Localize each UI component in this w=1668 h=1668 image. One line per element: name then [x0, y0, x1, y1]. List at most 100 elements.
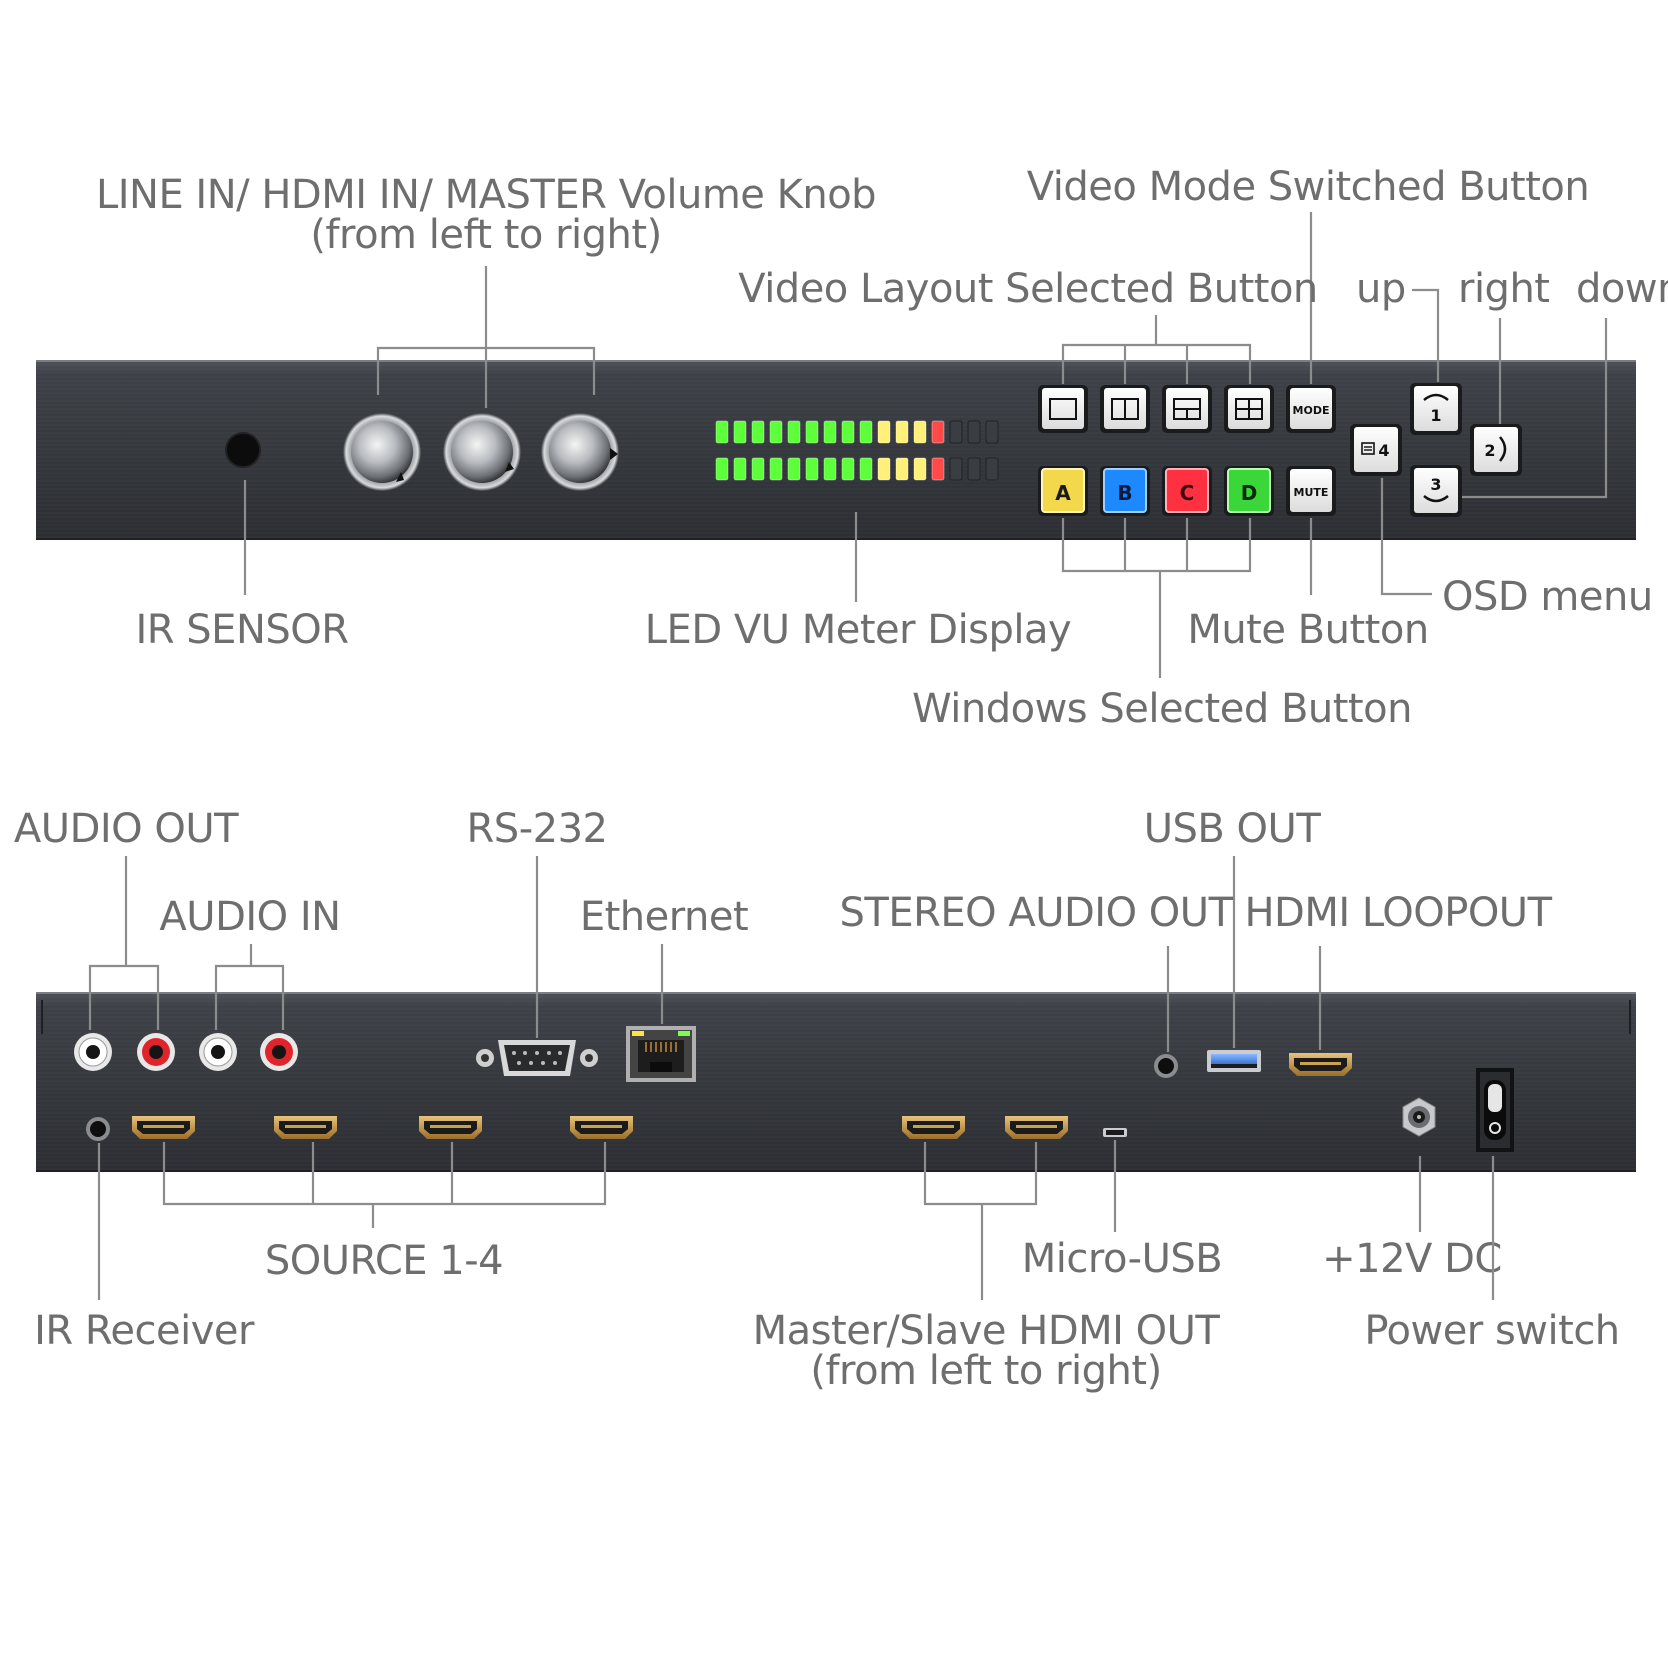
label-rs232: RS-232 [467, 806, 608, 852]
vu-led-segment [931, 420, 945, 444]
nav-right-button[interactable]: 2 [1470, 424, 1522, 476]
rca-audio-out-right[interactable] [137, 1033, 175, 1071]
vu-led-segment [715, 457, 729, 481]
label-stereo-audio-out: STEREO AUDIO OUT [840, 890, 1234, 936]
front-labels: LINE IN/ HDMI IN/ MASTER Volume Knob (fr… [96, 164, 1668, 732]
power-switch[interactable] [1476, 1068, 1514, 1152]
ir-receiver-jack[interactable] [86, 1117, 110, 1141]
video-layout-button-triple[interactable] [1162, 385, 1212, 433]
ethernet-port[interactable] [626, 1026, 696, 1082]
label-right: right [1458, 266, 1549, 312]
leader-video-layout [1061, 315, 1252, 384]
vu-led-segment [805, 420, 819, 444]
micro-usb-port[interactable] [1103, 1128, 1127, 1137]
leader-volume-knobs [376, 266, 596, 408]
label-micro-usb: Micro-USB [1022, 1236, 1222, 1282]
mode-button[interactable]: MODE [1286, 385, 1336, 433]
nav-up-label: 1 [1430, 406, 1441, 425]
volume-knob-master[interactable] [541, 413, 619, 491]
window-button-d[interactable]: D [1224, 466, 1274, 516]
window-button-b[interactable]: B [1100, 466, 1150, 516]
label-power-switch: Power switch [1364, 1308, 1619, 1354]
label-hdmi-out-order: (from left to right) [810, 1348, 1161, 1394]
rca-audio-in-left[interactable] [199, 1033, 237, 1071]
window-button-c-label: C [1180, 481, 1195, 505]
hdmi-source-3[interactable] [419, 1116, 482, 1139]
leader-audio-out [88, 856, 160, 1030]
label-volume-knobs-order: (from left to right) [310, 212, 661, 258]
video-layout-button-quad[interactable] [1224, 385, 1274, 433]
label-up: up [1356, 266, 1406, 312]
video-layout-button-dual[interactable] [1100, 385, 1150, 433]
vu-led-segment [823, 457, 837, 481]
label-hdmi-out: Master/Slave HDMI OUT [753, 1308, 1221, 1354]
label-hdmi-loopout: HDMI LOOPOUT [1244, 890, 1552, 936]
nav-menu-label: 4 [1378, 441, 1389, 460]
vu-led-segment [949, 420, 963, 444]
window-button-d-label: D [1241, 481, 1258, 505]
rca-audio-in-right[interactable] [260, 1033, 298, 1071]
hdmi-out-slave[interactable] [1005, 1116, 1068, 1139]
label-mute-button: Mute Button [1187, 607, 1428, 653]
rear-panel [36, 992, 1636, 1172]
mute-button-label: MUTE [1294, 486, 1329, 499]
vu-led-segment [967, 457, 981, 481]
vu-led-segment [949, 457, 963, 481]
window-button-a-face [1042, 469, 1084, 512]
led-vu-meter [715, 420, 999, 481]
vu-led-segment [985, 420, 999, 444]
leader-down [1462, 318, 1608, 499]
label-ir-sensor: IR SENSOR [135, 607, 348, 653]
leader-audio-in [214, 944, 285, 1030]
front-panel: MODE A B C D MUT [36, 360, 1636, 540]
label-windows-button: Windows Selected Button [912, 686, 1412, 732]
vu-led-segment [751, 457, 765, 481]
window-button-a[interactable]: A [1038, 466, 1088, 516]
vu-led-segment [931, 457, 945, 481]
vu-led-segment [913, 420, 927, 444]
window-button-b-label: B [1117, 481, 1132, 505]
vu-led-segment [769, 420, 783, 444]
window-button-c[interactable]: C [1162, 466, 1212, 516]
nav-menu-button[interactable]: 4 [1350, 424, 1402, 476]
rca-audio-out-left[interactable] [74, 1033, 112, 1071]
nav-up-button[interactable]: 1 [1410, 383, 1462, 435]
vu-led-segment [859, 420, 873, 444]
vu-led-segment [787, 420, 801, 444]
label-dc: +12V DC [1322, 1236, 1502, 1282]
rear-labels: AUDIO OUT AUDIO IN RS-232 Ethernet USB O… [14, 806, 1620, 1394]
vu-led-segment [715, 420, 729, 444]
volume-knob-hdmi-in[interactable] [443, 413, 521, 491]
dc-power-jack[interactable] [1402, 1097, 1436, 1137]
hdmi-source-1[interactable] [132, 1116, 195, 1139]
volume-knob-line-in[interactable] [343, 413, 421, 491]
nav-down-button[interactable]: 3 [1410, 465, 1462, 517]
leader-windows-button [1061, 518, 1252, 678]
vu-led-segment [841, 457, 855, 481]
mute-button[interactable]: MUTE [1286, 466, 1336, 516]
hdmi-loopout-port[interactable] [1289, 1053, 1352, 1076]
hdmi-out-master[interactable] [902, 1116, 965, 1139]
vu-led-segment [733, 457, 747, 481]
vu-led-segment [967, 420, 981, 444]
vu-led-segment [823, 420, 837, 444]
label-video-layout-button: Video Layout Selected Button [738, 266, 1318, 312]
rs232-port[interactable] [476, 1040, 598, 1076]
vu-led-segment [859, 457, 873, 481]
hdmi-source-4[interactable] [570, 1116, 633, 1139]
label-osd-menu: OSD menu [1442, 574, 1653, 620]
nav-down-label: 3 [1430, 475, 1441, 494]
vu-led-segment [769, 457, 783, 481]
vu-led-segment [733, 420, 747, 444]
menu-icon [1361, 442, 1375, 455]
vu-led-segment [877, 457, 891, 481]
vu-led-segment [985, 457, 999, 481]
stereo-audio-out-jack[interactable] [1154, 1054, 1178, 1078]
leader-osd-menu [1380, 478, 1432, 596]
hdmi-source-2[interactable] [274, 1116, 337, 1139]
video-layout-button-single[interactable] [1038, 385, 1088, 433]
usb-out-port[interactable] [1207, 1050, 1261, 1072]
vu-led-segment [751, 420, 765, 444]
window-button-a-label: A [1055, 481, 1071, 505]
